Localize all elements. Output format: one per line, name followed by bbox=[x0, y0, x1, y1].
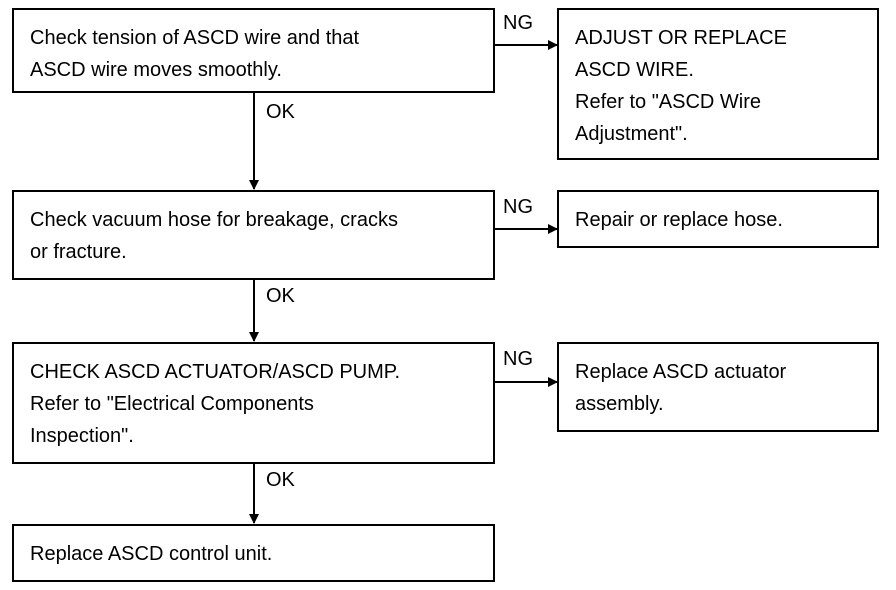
check-text-2: Check vacuum hose for breakage, cracks o… bbox=[30, 209, 398, 263]
check-box-2: Check vacuum hose for breakage, cracks o… bbox=[12, 190, 495, 280]
final-text: Replace ASCD control unit. bbox=[30, 543, 273, 565]
action-text-2: Repair or replace hose. bbox=[575, 209, 783, 231]
ng-label-1: NG bbox=[503, 12, 533, 34]
ok-label-2: OK bbox=[266, 285, 295, 307]
ok-label-1: OK bbox=[266, 101, 295, 123]
action-box-2: Repair or replace hose. bbox=[557, 190, 879, 248]
action-text-3: Replace ASCD actuator assembly. bbox=[575, 361, 787, 415]
check-box-3: CHECK ASCD ACTUATOR/ASCD PUMP. Refer to … bbox=[12, 342, 495, 464]
ng-label-2: NG bbox=[503, 196, 533, 218]
ng-label-3: NG bbox=[503, 348, 533, 370]
check-box-1: Check tension of ASCD wire and that ASCD… bbox=[12, 8, 495, 93]
action-box-1: ADJUST OR REPLACE ASCD WIRE. Refer to "A… bbox=[557, 8, 879, 160]
ok-label-3: OK bbox=[266, 469, 295, 491]
action-box-3: Replace ASCD actuator assembly. bbox=[557, 342, 879, 432]
final-box: Replace ASCD control unit. bbox=[12, 524, 495, 582]
action-text-1: ADJUST OR REPLACE ASCD WIRE. Refer to "A… bbox=[575, 27, 787, 145]
check-text-3: CHECK ASCD ACTUATOR/ASCD PUMP. Refer to … bbox=[30, 361, 401, 447]
check-text-1: Check tension of ASCD wire and that ASCD… bbox=[30, 27, 360, 81]
